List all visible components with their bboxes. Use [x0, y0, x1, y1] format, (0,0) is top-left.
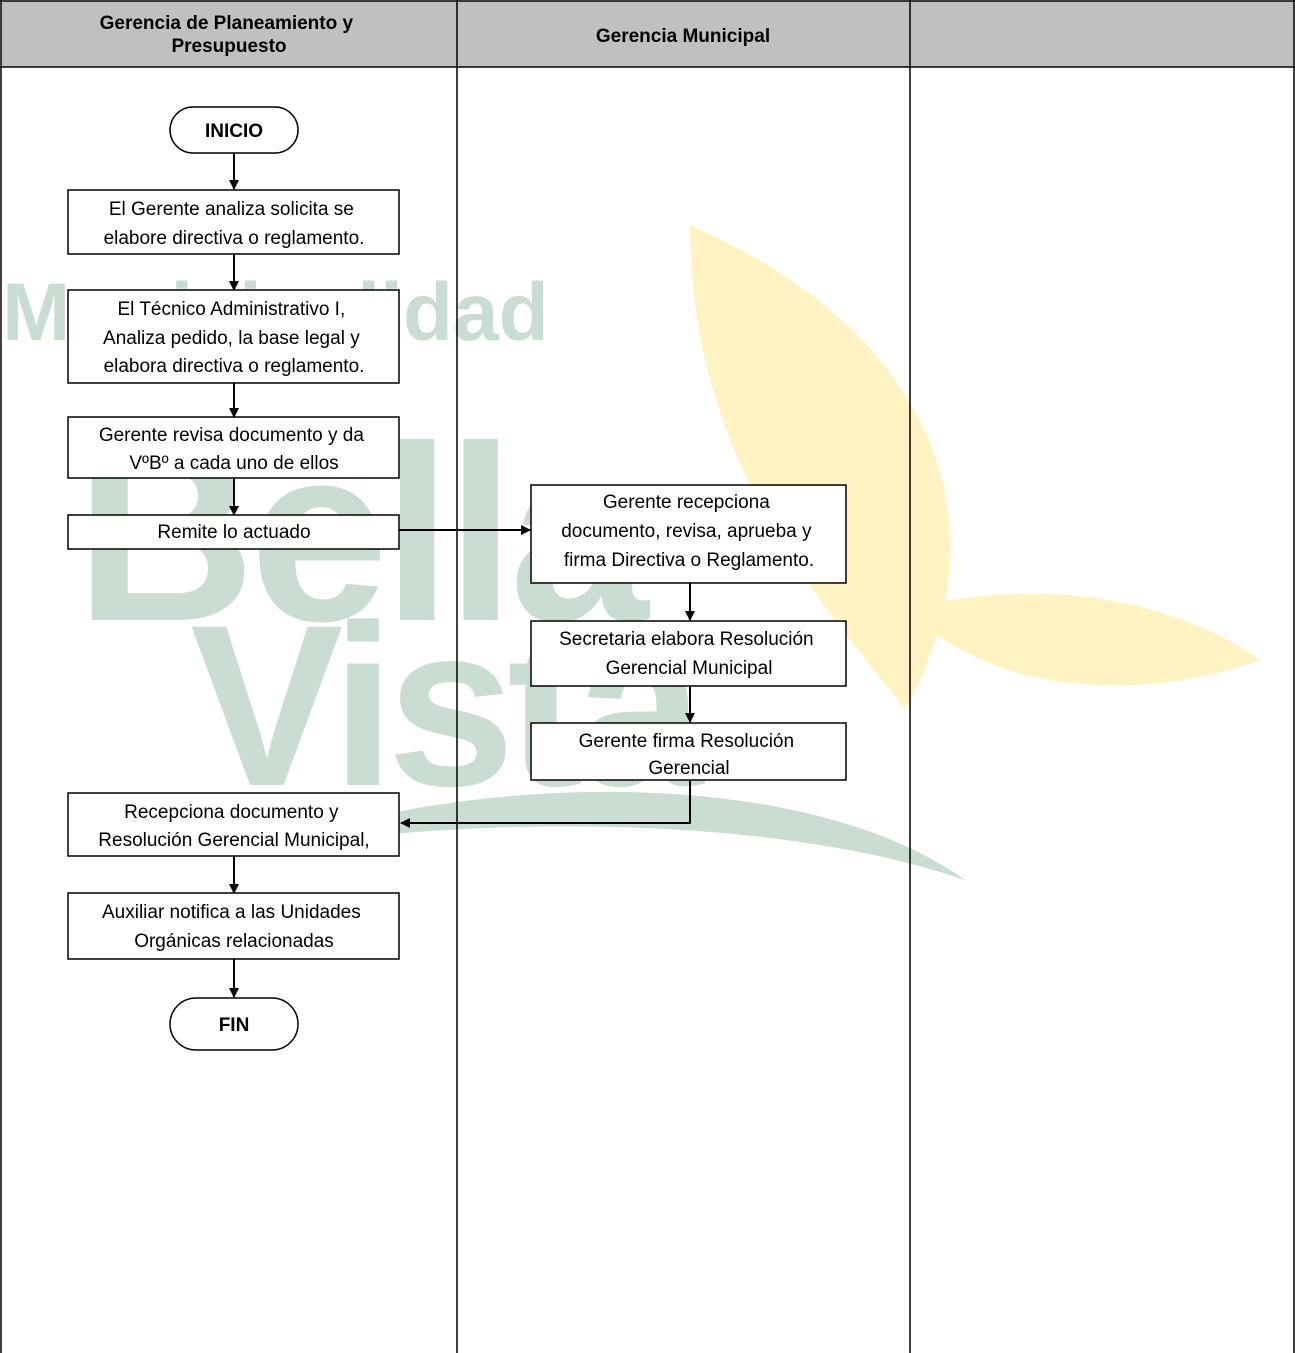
terminator-shape	[169, 997, 299, 1051]
node-recepciona-gp-line1: Recepciona documento y	[124, 802, 339, 823]
node-fin: FIN	[169, 997, 299, 1051]
watermark-leaf-small	[905, 593, 1260, 686]
node-recepciona-gp-text: Recepciona documento y Resolución Gerenc…	[98, 802, 369, 851]
header-bg-lane-3	[910, 1, 1294, 67]
connectors	[229, 153, 695, 998]
node-recepciona-gp-line2: Resolución Gerencial Municipal,	[98, 830, 369, 851]
process-box	[530, 722, 847, 781]
process-box	[530, 620, 847, 687]
node-revisa-line1: Gerente revisa documento y da	[99, 425, 365, 446]
node-recepciona-gm-line3: firma Directiva o Reglamento.	[564, 550, 814, 571]
node-revisa-text: Gerente revisa documento y da VºBº a cad…	[99, 425, 369, 474]
node-recepciona-gm-line1: Gerente recepciona	[603, 492, 770, 513]
terminator-shape	[169, 106, 299, 154]
node-firma-line1: Gerente firma Resolución	[579, 731, 794, 752]
node-tecnico-line1: El Técnico Administrativo I,	[117, 299, 345, 320]
node-secretaria-text: Secretaria elabora Resolución Gerencial …	[559, 629, 819, 679]
header-bg-lane-2	[457, 1, 910, 67]
connector-firma-recepciona-gp	[400, 780, 691, 828]
node-firma-text: Gerente firma Resolución Gerencial	[579, 731, 800, 779]
node-revisa: Gerente revisa documento y da VºBº a cad…	[67, 416, 400, 479]
node-auxiliar-line1: Auxiliar notifica a las Unidades	[102, 902, 361, 923]
lane-header-planeamiento: Gerencia de Planeamiento y Presupuesto	[100, 13, 359, 57]
lane-header-planeamiento-line2: Presupuesto	[171, 36, 286, 57]
node-recepciona-gm-text: Gerente recepciona documento, revisa, ap…	[561, 492, 817, 571]
node-fin-line1: FIN	[219, 1015, 250, 1036]
node-recepciona-gm: Gerente recepciona documento, revisa, ap…	[530, 484, 847, 584]
node-revisa-line2: VºBº a cada uno de ellos	[129, 453, 338, 474]
node-inicio-text: INICIO	[205, 121, 263, 142]
node-auxiliar-line2: Orgánicas relacionadas	[134, 931, 334, 952]
node-remite-line1: Remite lo actuado	[157, 522, 310, 543]
watermark-swoosh	[380, 791, 965, 880]
watermark-leaf-large	[690, 225, 951, 710]
node-fin-text: FIN	[219, 1015, 250, 1036]
lane-header-planeamiento-line1: Gerencia de Planeamiento y	[100, 13, 354, 34]
node-secretaria: Secretaria elabora Resolución Gerencial …	[530, 620, 847, 687]
node-tecnico: El Técnico Administrativo I, Analiza ped…	[67, 289, 400, 384]
node-analiza-line2: elabore directiva o reglamento.	[104, 228, 365, 249]
node-remite: Remite lo actuado	[67, 514, 400, 550]
node-tecnico-line3: elabora directiva o reglamento.	[104, 356, 365, 377]
node-tecnico-line2: Analiza pedido, la base legal y	[103, 328, 360, 349]
node-secretaria-line1: Secretaria elabora Resolución	[559, 629, 814, 650]
node-auxiliar-text: Auxiliar notifica a las Unidades Orgánic…	[102, 902, 366, 952]
process-box	[530, 484, 847, 584]
process-box	[67, 189, 400, 255]
header-bg-lane-1	[1, 1, 457, 67]
node-recepciona-gp: Recepciona documento y Resolución Gerenc…	[67, 792, 400, 857]
watermark-line3: Vista	[190, 577, 706, 834]
node-tecnico-text: El Técnico Administrativo I, Analiza ped…	[103, 299, 365, 377]
node-firma: Gerente firma Resolución Gerencial	[530, 722, 847, 781]
node-inicio-line1: INICIO	[205, 121, 263, 142]
lane-header-municipal: Gerencia Municipal	[596, 26, 770, 47]
node-inicio: INICIO	[169, 106, 299, 154]
process-box	[67, 289, 400, 384]
node-analiza: El Gerente analiza solicita se elabore d…	[67, 189, 400, 255]
lane-header-municipal-line1: Gerencia Municipal	[596, 26, 770, 47]
node-firma-line2: Gerencial	[648, 758, 729, 779]
process-box	[67, 792, 400, 857]
node-secretaria-line2: Gerencial Municipal	[606, 658, 773, 679]
node-analiza-line1: El Gerente analiza solicita se	[109, 199, 354, 220]
process-box	[67, 416, 400, 479]
node-auxiliar: Auxiliar notifica a las Unidades Orgánic…	[67, 892, 400, 960]
process-box	[67, 514, 400, 550]
node-recepciona-gm-line2: documento, revisa, aprueba y	[561, 521, 812, 542]
process-box	[67, 892, 400, 960]
node-analiza-text: El Gerente analiza solicita se elabore d…	[104, 199, 365, 249]
node-remite-text: Remite lo actuado	[157, 522, 310, 543]
